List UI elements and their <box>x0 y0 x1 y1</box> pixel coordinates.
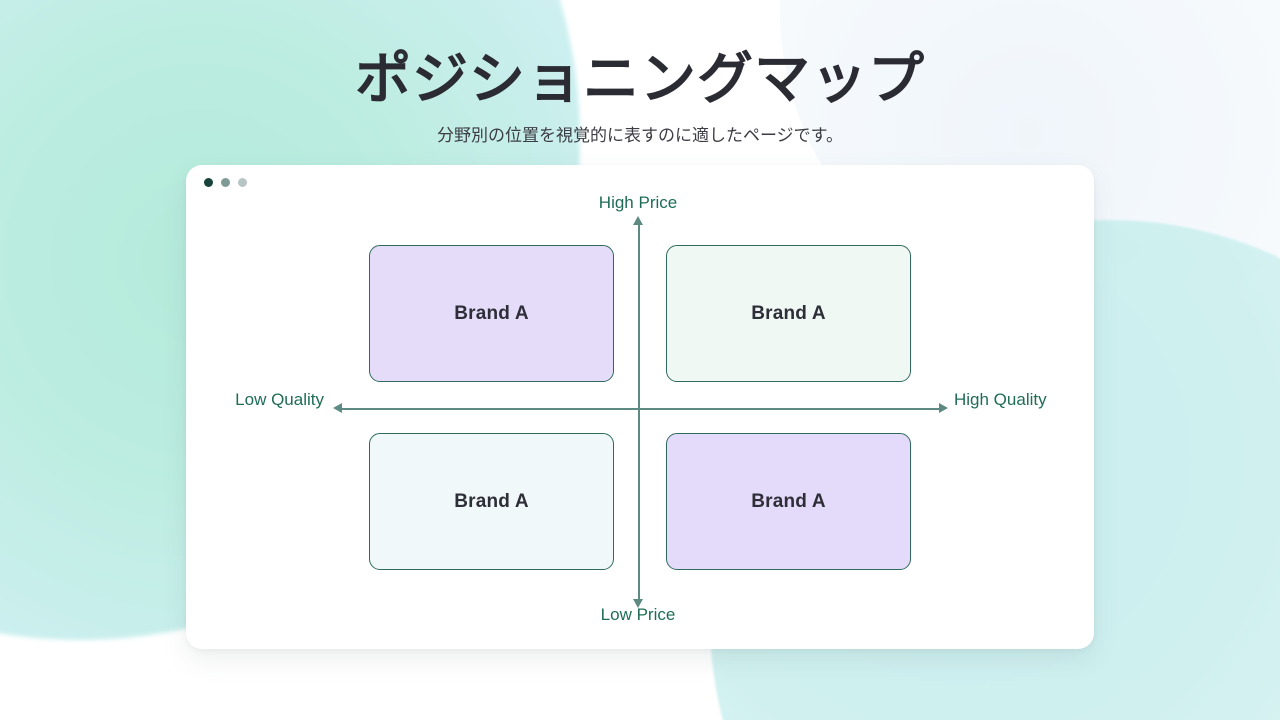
vertical-axis-line <box>638 222 640 602</box>
quadrant-label: Brand A <box>454 302 529 324</box>
header: ポジショニングマップ 分野別の位置を視覚的に表すのに適したページです。 <box>0 0 1280 148</box>
horizontal-axis-line <box>341 408 941 410</box>
axis-label-low-quality: Low Quality <box>235 390 324 409</box>
axis-arrow-right-icon <box>939 403 948 413</box>
quadrant-label: Brand A <box>751 302 826 324</box>
axis-label-low-price: Low Price <box>600 605 676 624</box>
axis-arrow-up-icon <box>633 216 643 225</box>
quadrant-label: Brand A <box>751 490 826 512</box>
page-title: ポジショニングマップ <box>355 47 925 110</box>
browser-window-card: High Price Low Price Low Quality High Qu… <box>186 165 1094 649</box>
axis-label-high-quality: High Quality <box>954 390 1047 409</box>
axis-arrow-down-icon <box>633 599 643 608</box>
quadrant-box-bottom-left[interactable]: Brand A <box>369 433 614 570</box>
positioning-map: High Price Low Price Low Quality High Qu… <box>186 165 1094 649</box>
page-subtitle: 分野別の位置を視覚的に表すのに適したページです。 <box>437 126 843 145</box>
quadrant-box-bottom-right[interactable]: Brand A <box>666 433 911 570</box>
axis-label-high-price: High Price <box>598 193 678 212</box>
axis-arrow-left-icon <box>333 403 342 413</box>
quadrant-label: Brand A <box>454 490 529 512</box>
quadrant-box-top-left[interactable]: Brand A <box>369 245 614 382</box>
quadrant-box-top-right[interactable]: Brand A <box>666 245 911 382</box>
